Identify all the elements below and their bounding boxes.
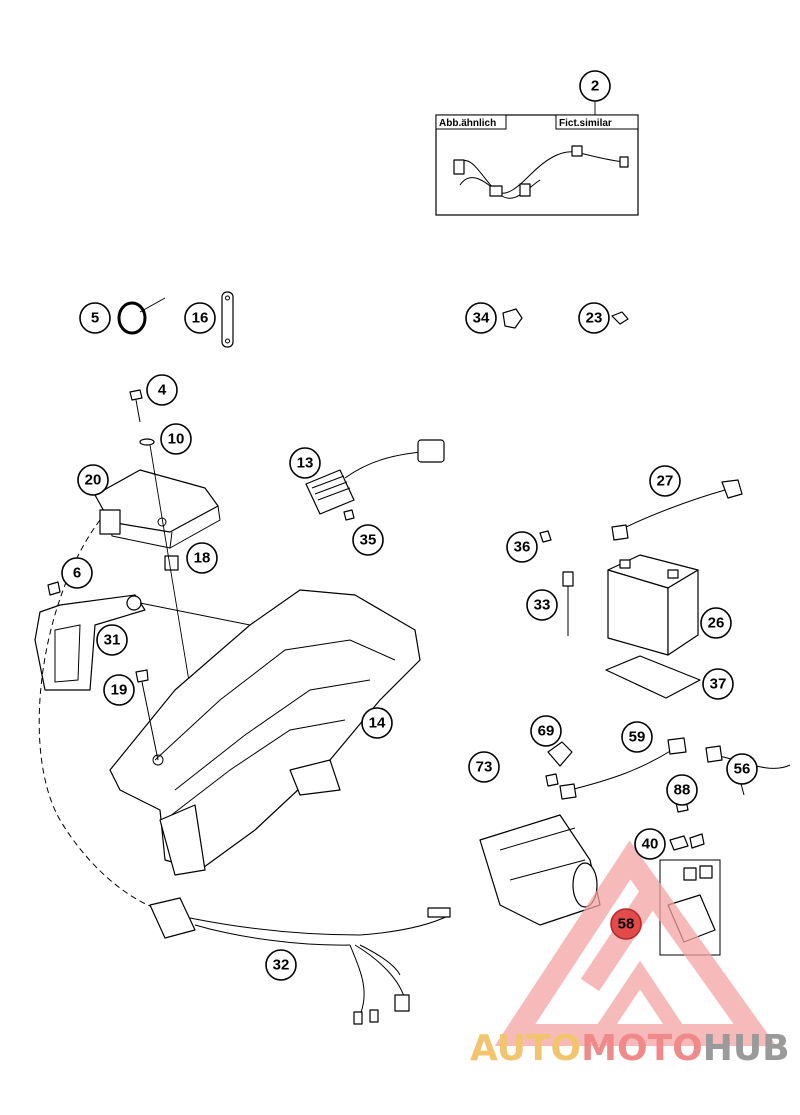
svg-text:27: 27 [657, 473, 674, 490]
watermark-text: AUTOMOTOHUB [470, 1028, 790, 1069]
svg-text:18: 18 [194, 550, 211, 567]
svg-text:59: 59 [629, 729, 646, 746]
battery-part [607, 554, 699, 656]
positive-cable-part [611, 479, 743, 541]
callout-13: 13 [289, 447, 321, 479]
callout-73: 73 [468, 751, 500, 783]
inset-label-de: Abb.ähnlich [439, 118, 496, 129]
svg-text:31: 31 [104, 632, 121, 649]
inset-harness-box: Abb.ähnlich Fict.similar [435, 100, 639, 216]
watermark-part-auto: AUTO [470, 1028, 581, 1069]
rubber-pad-part [605, 655, 701, 699]
callout-56: 56 [726, 753, 758, 785]
svg-text:5: 5 [91, 310, 99, 327]
svg-text:40: 40 [642, 836, 659, 853]
voltage-regulator-part [305, 439, 445, 515]
svg-text:13: 13 [297, 455, 314, 472]
svg-text:36: 36 [514, 539, 531, 556]
callout-88: 88 [666, 774, 698, 806]
svg-text:14: 14 [369, 715, 386, 732]
screw-35-part [343, 509, 355, 521]
fuse-box-part [659, 833, 721, 956]
watermark-logo [494, 840, 777, 1046]
svg-text:34: 34 [473, 310, 490, 327]
callout-19: 19 [103, 674, 135, 706]
callout-69: 69 [530, 715, 562, 747]
svg-text:35: 35 [360, 532, 377, 549]
svg-text:56: 56 [734, 761, 751, 778]
callout-10: 10 [160, 423, 192, 455]
callout-14: 14 [361, 707, 393, 739]
svg-text:69: 69 [538, 723, 555, 740]
watermark-part-moto: MOTO [581, 1028, 703, 1069]
callout-27: 27 [649, 465, 681, 497]
svg-text:23: 23 [586, 310, 603, 327]
callout-26: 26 [700, 607, 732, 639]
svg-text:58: 58 [618, 916, 635, 933]
control-unit-part [94, 469, 221, 549]
inset-label-en: Fict.similar [559, 118, 612, 129]
svg-text:19: 19 [111, 682, 128, 699]
callout-35: 35 [352, 524, 384, 556]
callout-37: 37 [702, 668, 734, 700]
callout-40: 40 [634, 828, 666, 860]
cap-69-part [547, 741, 573, 767]
svg-text:2: 2 [591, 78, 599, 95]
cable-harness-part [149, 897, 451, 1025]
callout-5: 5 [79, 302, 111, 334]
bracket-part [34, 581, 146, 691]
callout-34: 34 [465, 302, 497, 334]
svg-text:32: 32 [273, 957, 290, 974]
svg-text:26: 26 [708, 615, 725, 632]
callout-31: 31 [96, 624, 128, 656]
svg-text:10: 10 [168, 431, 185, 448]
svg-text:88: 88 [674, 782, 691, 799]
callout-16: 16 [184, 302, 216, 334]
callout-4: 4 [146, 374, 178, 406]
screw-36-part [539, 530, 552, 543]
callout-20: 20 [77, 464, 109, 496]
watermark-part-hub: HUB [703, 1028, 790, 1069]
cable-clip-part [502, 308, 523, 329]
holding-strap-part [221, 291, 234, 348]
starter-cable-part [559, 737, 687, 800]
callout-23: 23 [578, 302, 610, 334]
cable-holder-part [611, 311, 629, 325]
svg-text:4: 4 [158, 382, 167, 399]
screw-19-part [135, 669, 159, 761]
screw-4-part [129, 389, 143, 423]
svg-text:33: 33 [534, 597, 551, 614]
svg-text:6: 6 [73, 565, 81, 582]
svg-text:16: 16 [192, 310, 209, 327]
nut-73-part [545, 773, 559, 787]
cable-tie-part [117, 297, 166, 335]
callout-58: 58 [610, 908, 642, 940]
callout-2: 2 [579, 70, 611, 102]
starter-motor-part [479, 814, 601, 926]
callout-33: 33 [526, 589, 558, 621]
callout-36: 36 [506, 531, 538, 563]
svg-text:73: 73 [476, 759, 493, 776]
fuse-holder-part [562, 571, 574, 636]
callout-59: 59 [621, 721, 653, 753]
callout-32: 32 [265, 949, 297, 981]
svg-text:20: 20 [85, 472, 102, 489]
svg-text:37: 37 [710, 676, 727, 693]
callout-6: 6 [61, 557, 93, 589]
washer-10-part [139, 438, 155, 446]
component-carrier-part [109, 589, 421, 876]
callout-18: 18 [186, 542, 218, 574]
bushing-18-part [164, 555, 179, 571]
